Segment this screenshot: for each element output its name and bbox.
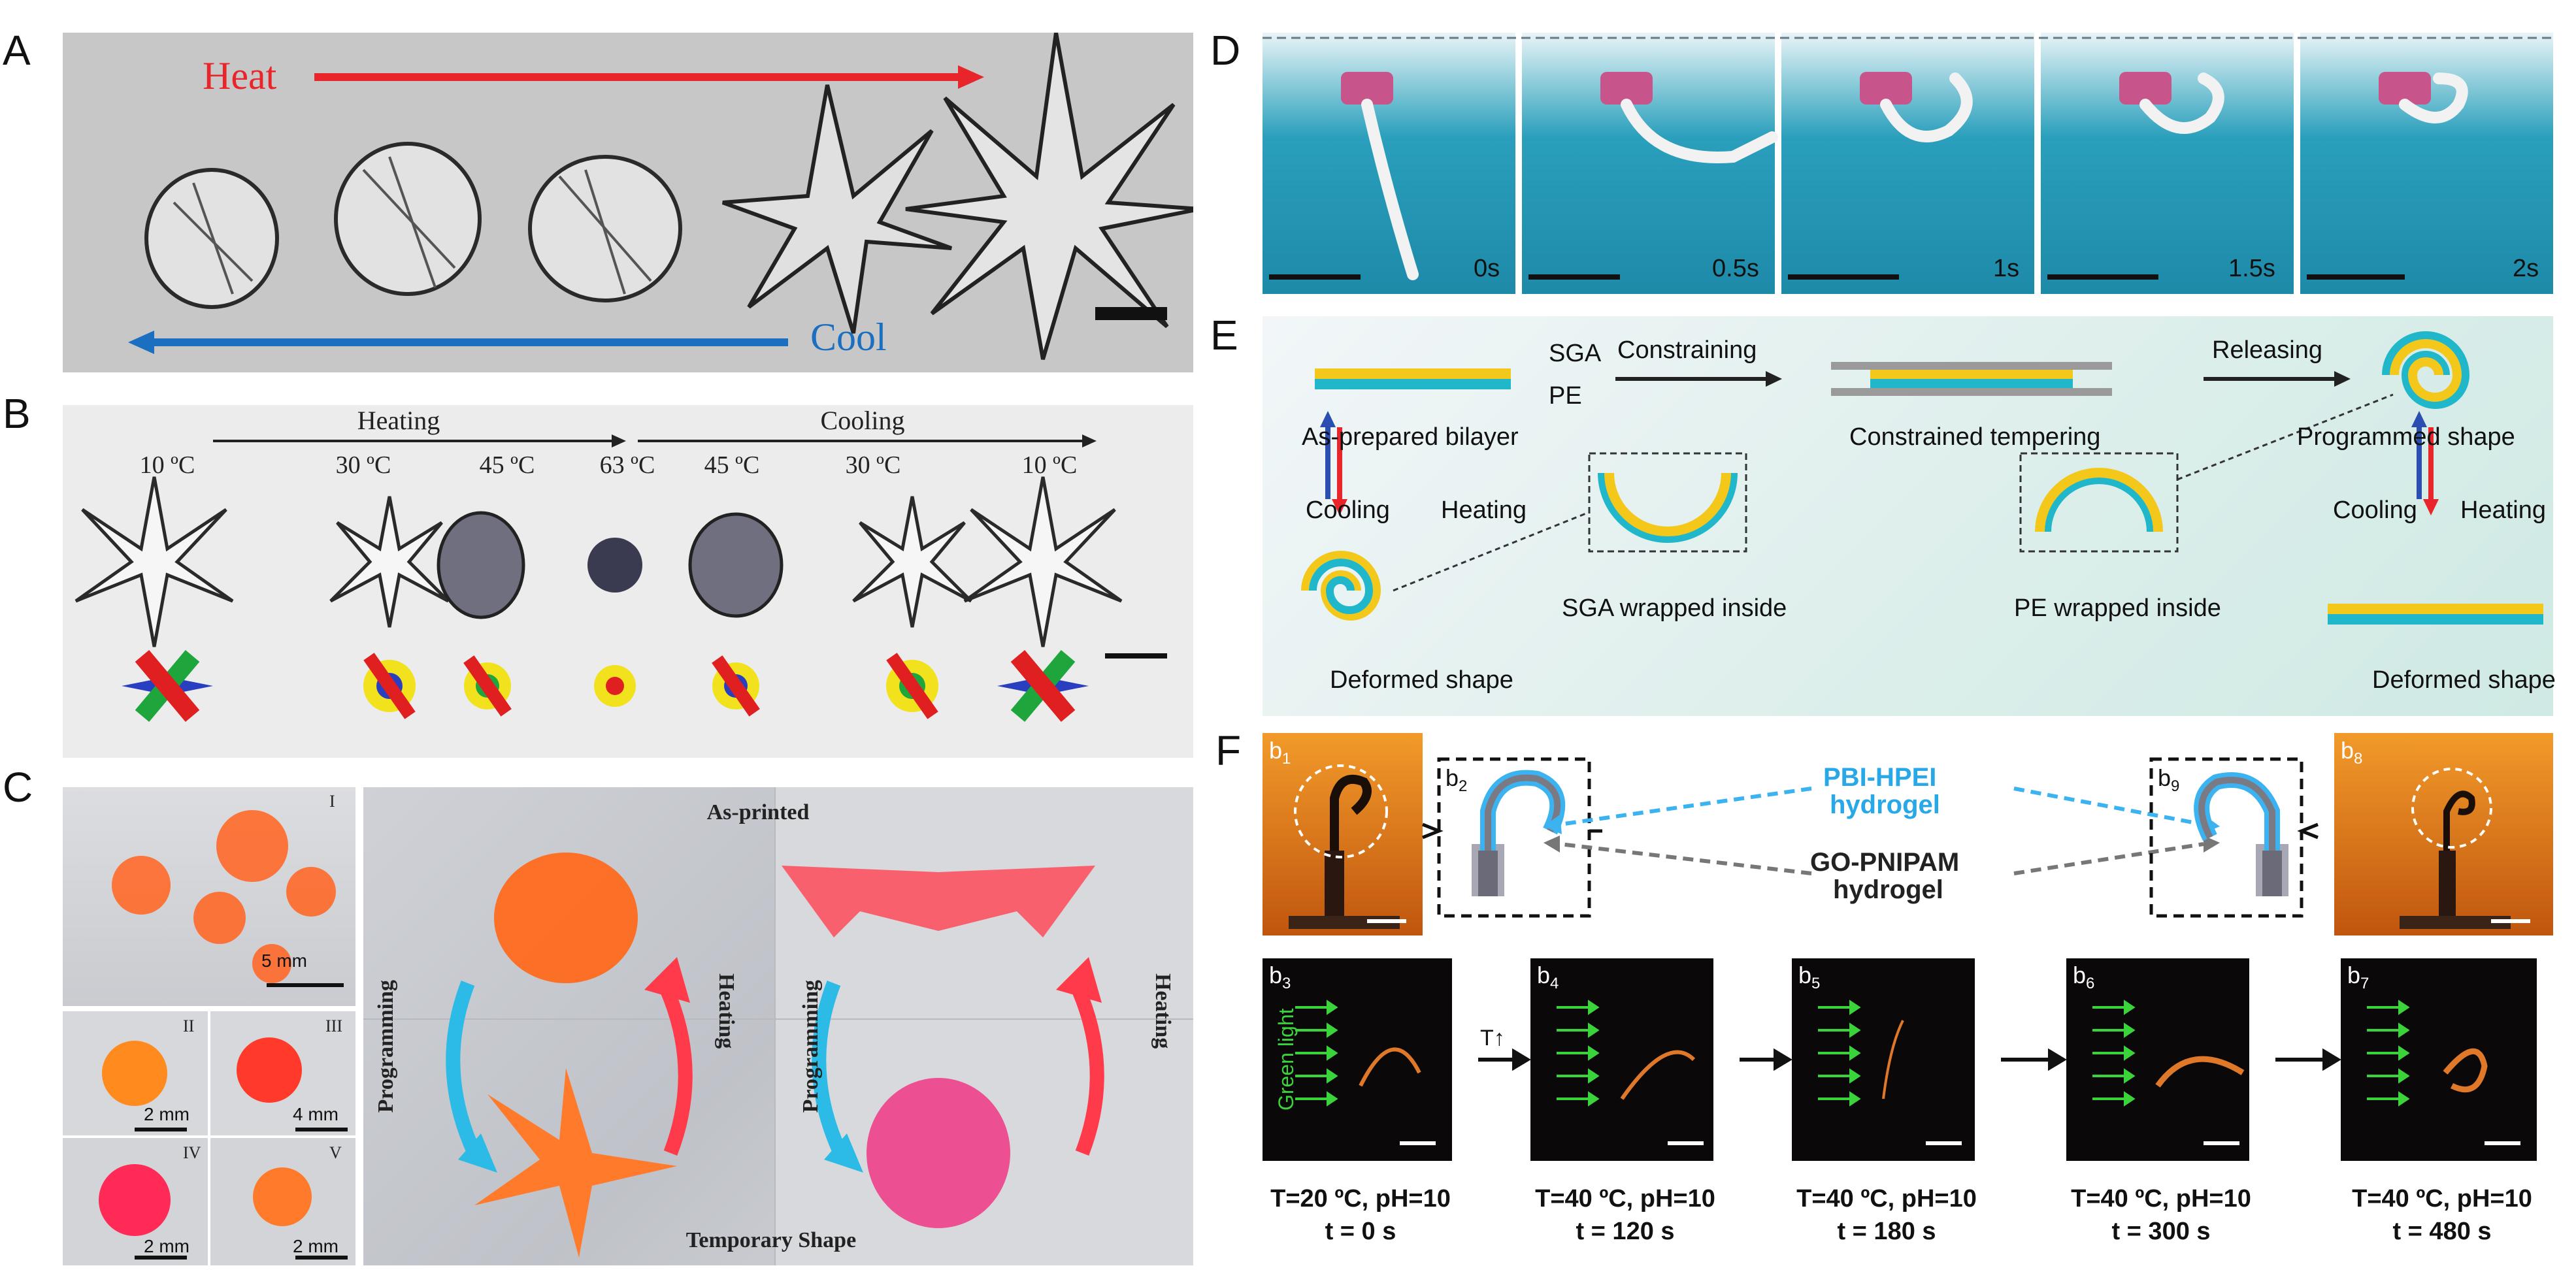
e-constraining: Constraining bbox=[1617, 336, 1757, 364]
f-caption-1-time: t = 0 s bbox=[1325, 1218, 1396, 1245]
c-roman-iii: III bbox=[325, 1017, 342, 1035]
panel-a bbox=[63, 32, 1200, 372]
f-b1: b1 bbox=[1269, 737, 1291, 768]
c-heating-1: Heating bbox=[714, 973, 738, 1049]
b-cooling-label: Cooling bbox=[820, 406, 905, 435]
panel-d bbox=[1263, 33, 2553, 294]
e-cooling-left: Cooling bbox=[1306, 496, 1390, 524]
f-caption-5: T=40 ºC, pH=10 t = 480 s bbox=[2344, 1182, 2540, 1248]
c-roman-i: I bbox=[329, 792, 335, 811]
e-heating-left: Heating bbox=[1441, 496, 1527, 524]
f-caption-2-cond: T=40 ºC, pH=10 bbox=[1535, 1185, 1715, 1212]
panel-label-b: B bbox=[3, 390, 31, 437]
panel-f bbox=[1263, 733, 2553, 1282]
e-pe-inside: PE wrapped inside bbox=[2014, 594, 2221, 622]
panel-label-c: C bbox=[3, 764, 33, 811]
d-time-1: 0s bbox=[1474, 255, 1500, 282]
panel-b-drawing bbox=[74, 434, 1167, 722]
d-time-3: 1s bbox=[1993, 255, 2020, 282]
f-go-1: GO-PNIPAM bbox=[1810, 848, 1960, 877]
c-programming-2: Programming bbox=[799, 980, 823, 1113]
panel-label-e: E bbox=[1210, 312, 1238, 359]
d-time-2: 0.5s bbox=[1712, 255, 1759, 282]
b-temp-3: 45 ºC bbox=[479, 451, 535, 479]
f-t-up: T↑ bbox=[1480, 1026, 1505, 1050]
f-b3: b3 bbox=[1269, 962, 1291, 993]
c-scale-iii: 4 mm bbox=[293, 1104, 339, 1124]
b-temp-5: 45 ºC bbox=[704, 451, 760, 479]
panel-label-d: D bbox=[1210, 27, 1241, 74]
e-sga: SGA bbox=[1549, 340, 1602, 367]
heat-label: Heat bbox=[203, 54, 277, 97]
f-b2: b2 bbox=[1445, 764, 1468, 796]
e-as-prepared: As-prepared bilayer bbox=[1302, 423, 1519, 451]
c-heating-2: Heating bbox=[1151, 973, 1175, 1049]
panel-b bbox=[63, 405, 1193, 758]
e-releasing: Releasing bbox=[2212, 336, 2322, 364]
c-scale-iv: 2 mm bbox=[144, 1236, 190, 1256]
e-sga-inside: SGA wrapped inside bbox=[1562, 594, 1787, 622]
c-photo-iii bbox=[210, 1011, 355, 1135]
c-photo-i bbox=[63, 787, 355, 1006]
b-heating-label: Heating bbox=[357, 406, 440, 435]
c-programming-1: Programming bbox=[374, 980, 398, 1113]
e-pe: PE bbox=[1549, 382, 1582, 410]
panel-label-a: A bbox=[3, 27, 31, 74]
c-as-printed: As-printed bbox=[706, 800, 810, 824]
f-caption-4: T=40 ºC, pH=10 t = 300 s bbox=[2063, 1182, 2259, 1248]
e-cooling-right: Cooling bbox=[2333, 496, 2417, 524]
f-caption-4-cond: T=40 ºC, pH=10 bbox=[2071, 1185, 2251, 1212]
f-b4: b4 bbox=[1537, 962, 1559, 993]
c-roman-ii: II bbox=[183, 1017, 195, 1035]
c-photo-iv bbox=[63, 1138, 208, 1265]
panel-a-drawing bbox=[128, 32, 1200, 360]
e-heating-right: Heating bbox=[2460, 496, 2546, 524]
f-caption-3: T=40 ºC, pH=10 t = 180 s bbox=[1789, 1182, 1985, 1248]
e-programmed: Programmed shape bbox=[2297, 423, 2515, 451]
d-time-4: 1.5s bbox=[2228, 255, 2275, 282]
c-roman-v: V bbox=[329, 1143, 342, 1162]
b-temp-2: 30 ºC bbox=[335, 451, 391, 479]
f-b7: b7 bbox=[2347, 962, 2370, 993]
f-pbi-2: hydrogel bbox=[1830, 790, 1940, 819]
panel-label-f: F bbox=[1215, 727, 1242, 774]
f-caption-2-time: t = 120 s bbox=[1576, 1218, 1675, 1245]
e-deformed-left: Deformed shape bbox=[1330, 666, 1513, 694]
f-go-2: hydrogel bbox=[1833, 875, 1943, 904]
panel-e bbox=[1263, 316, 2553, 716]
f-green-light: Green light bbox=[1274, 1008, 1298, 1111]
c-temporary-shape: Temporary Shape bbox=[685, 1228, 857, 1252]
b-temp-4: 63 ºC bbox=[599, 451, 655, 479]
c-roman-iv: IV bbox=[183, 1143, 201, 1162]
e-deformed-right: Deformed shape bbox=[2372, 666, 2556, 694]
c-scale-i: 5 mm bbox=[261, 951, 307, 971]
d-time-5: 2s bbox=[2513, 255, 2539, 282]
c-photo-main bbox=[363, 787, 1193, 1265]
f-caption-1-cond: T=20 ºC, pH=10 bbox=[1270, 1185, 1451, 1212]
f-caption-4-time: t = 300 s bbox=[2111, 1218, 2211, 1245]
f-b6: b6 bbox=[2073, 962, 2095, 993]
f-caption-5-time: t = 480 s bbox=[2392, 1218, 2492, 1245]
c-photo-ii bbox=[63, 1011, 208, 1135]
f-b9: b9 bbox=[2158, 764, 2180, 796]
f-caption-1: T=20 ºC, pH=10 t = 0 s bbox=[1263, 1182, 1459, 1248]
f-caption-5-cond: T=40 ºC, pH=10 bbox=[2352, 1185, 2532, 1212]
c-photo-v bbox=[210, 1138, 355, 1265]
f-b8: b8 bbox=[2341, 737, 2363, 768]
cool-label: Cool bbox=[810, 316, 887, 359]
b-temp-6: 30 ºC bbox=[845, 451, 901, 479]
b-temp-7: 10 ºC bbox=[1021, 451, 1078, 479]
f-caption-3-time: t = 180 s bbox=[1837, 1218, 1936, 1245]
f-pbi-1: PBI-HPEI bbox=[1823, 763, 1937, 792]
c-scale-v: 2 mm bbox=[293, 1236, 339, 1256]
f-b5: b5 bbox=[1798, 962, 1821, 993]
f-caption-2: T=40 ºC, pH=10 t = 120 s bbox=[1527, 1182, 1723, 1248]
f-caption-3-cond: T=40 ºC, pH=10 bbox=[1796, 1185, 1977, 1212]
e-constrained: Constrained tempering bbox=[1849, 423, 2101, 451]
b-temp-1: 10 ºC bbox=[139, 451, 195, 479]
c-scale-ii: 2 mm bbox=[144, 1104, 190, 1124]
